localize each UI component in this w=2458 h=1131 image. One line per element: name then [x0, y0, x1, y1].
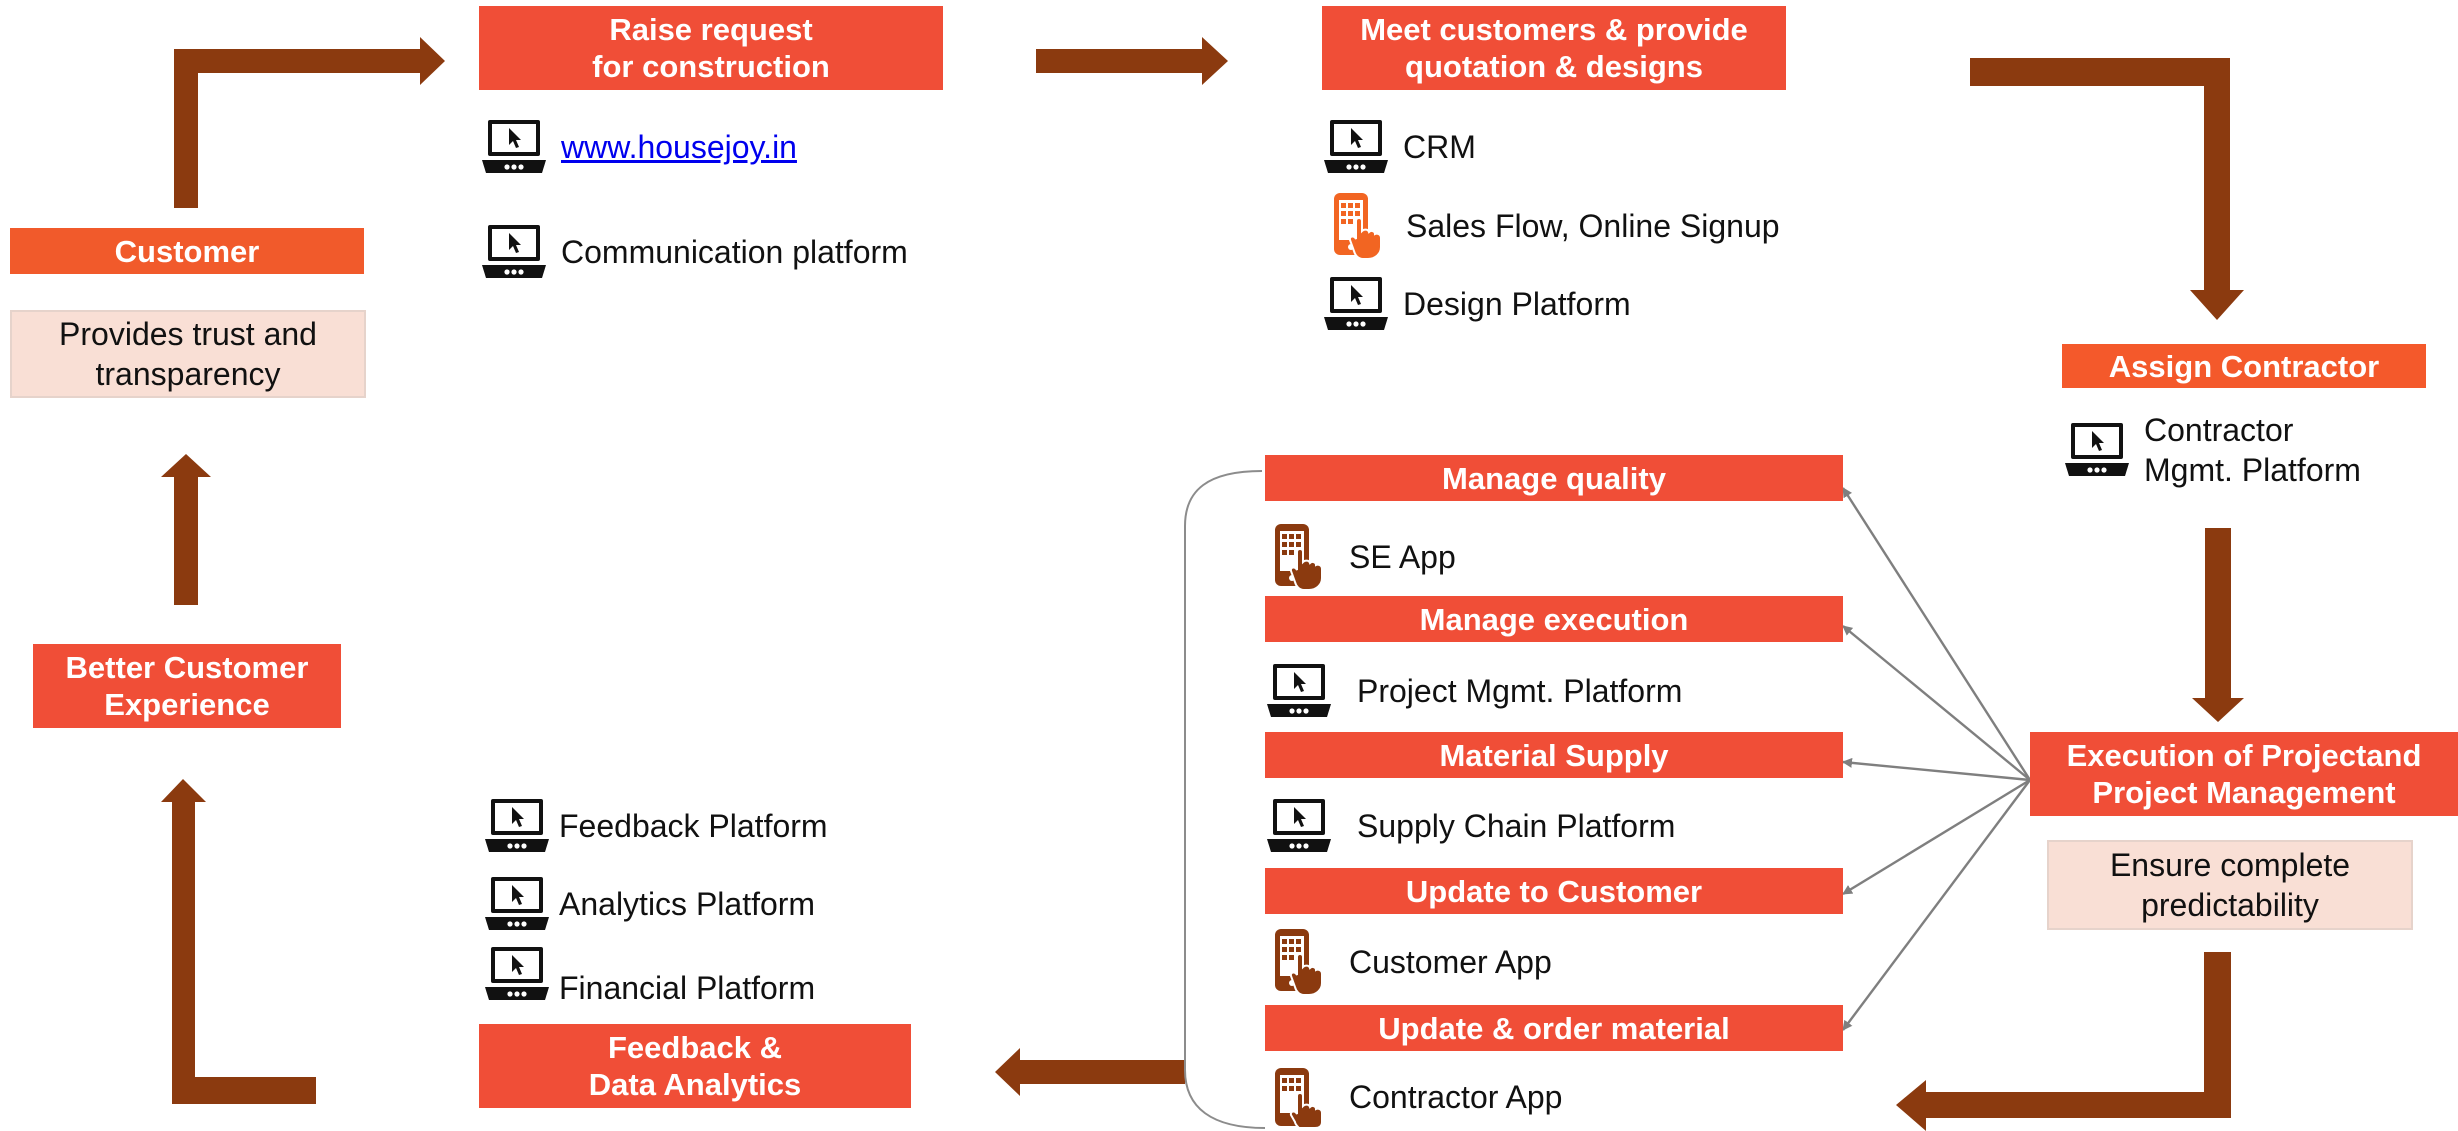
flow-arrow-customer-to-request: [174, 37, 445, 208]
thin-arrow-to-execution: [1842, 625, 2031, 781]
tool-sales-flow: Sales Flow, Online Signup: [1332, 191, 1780, 261]
laptop-cursor-icon: [481, 797, 553, 855]
phone-tap-icon: [1332, 191, 1382, 261]
flow-arrow-meet-to-assign: [1970, 58, 2244, 320]
laptop-cursor-icon: [1266, 662, 1332, 720]
tool-supply-chain: Supply Chain Platform: [1266, 797, 1675, 855]
tool-website[interactable]: www.housejoy.in: [481, 118, 797, 176]
stage-raise-request: Raise request for construction: [479, 6, 943, 90]
thin-arrow-to-quality: [1841, 487, 2032, 781]
laptop-cursor-icon: [1323, 275, 1389, 333]
tool-communication: Communication platform: [481, 223, 908, 281]
tool-analytics-platform: Analytics Platform: [481, 875, 815, 933]
customer-note: Provides trust and transparency: [10, 310, 366, 398]
phone-tap-icon: [1273, 927, 1323, 997]
phone-tap-icon: [1273, 522, 1323, 592]
activity-manage-quality: Manage quality: [1265, 455, 1843, 501]
flow-arrow-feedback-to-experience: [161, 779, 316, 1104]
thin-arrow-to-update-customer: [1842, 778, 2031, 896]
laptop-cursor-icon: [481, 118, 547, 176]
activity-material-supply: Material Supply: [1265, 732, 1843, 778]
phone-tap-icon: [1273, 1066, 1323, 1128]
flow-arrow-execution-to-left: [1896, 952, 2231, 1131]
stage-execution: Execution of Projectand Project Manageme…: [2030, 732, 2458, 816]
activity-manage-execution: Manage execution: [1265, 596, 1843, 642]
tool-project-mgmt: Project Mgmt. Platform: [1266, 662, 1682, 720]
stage-feedback: Feedback & Data Analytics: [479, 1024, 911, 1108]
laptop-cursor-icon: [1323, 118, 1389, 176]
thin-arrow-to-supply: [1842, 757, 2031, 782]
tool-feedback-platform: Feedback Platform: [481, 797, 828, 855]
stage-better-experience: Better Customer Experience: [33, 644, 341, 728]
execution-note: Ensure complete predictability: [2047, 840, 2413, 930]
activity-update-customer: Update to Customer: [1265, 868, 1843, 914]
flow-arrow-experience-to-customer: [161, 454, 211, 605]
tool-se-app: SE App: [1273, 522, 1456, 592]
stage-customer: Customer: [10, 228, 364, 274]
tool-customer-app: Customer App: [1273, 927, 1552, 997]
stage-assign-contractor: Assign Contractor: [2062, 344, 2426, 388]
tool-financial-platform: Financial Platform: [481, 945, 815, 1006]
laptop-cursor-icon: [481, 945, 553, 1003]
housejoy-link[interactable]: www.housejoy.in: [561, 129, 797, 165]
stage-meet-customers: Meet customers & provide quotation & des…: [1322, 6, 1786, 90]
tool-contractor-mgmt: Contractor Mgmt. Platform: [2064, 410, 2361, 490]
flow-arrow-to-feedback: [995, 1048, 1185, 1096]
flow-arrow-request-to-meet: [1036, 37, 1228, 85]
tool-crm: CRM: [1323, 118, 1476, 176]
laptop-cursor-icon: [481, 223, 547, 281]
tool-contractor-app: Contractor App: [1273, 1066, 1562, 1128]
tool-design: Design Platform: [1323, 275, 1631, 333]
laptop-cursor-icon: [1266, 797, 1332, 855]
flow-arrow-assign-to-execution: [2192, 528, 2244, 722]
laptop-cursor-icon: [2064, 421, 2130, 479]
activity-update-order: Update & order material: [1265, 1005, 1843, 1051]
activity-bracket: [1184, 470, 1266, 1129]
thin-arrow-to-update-order: [1842, 779, 2031, 1031]
laptop-cursor-icon: [481, 875, 553, 933]
